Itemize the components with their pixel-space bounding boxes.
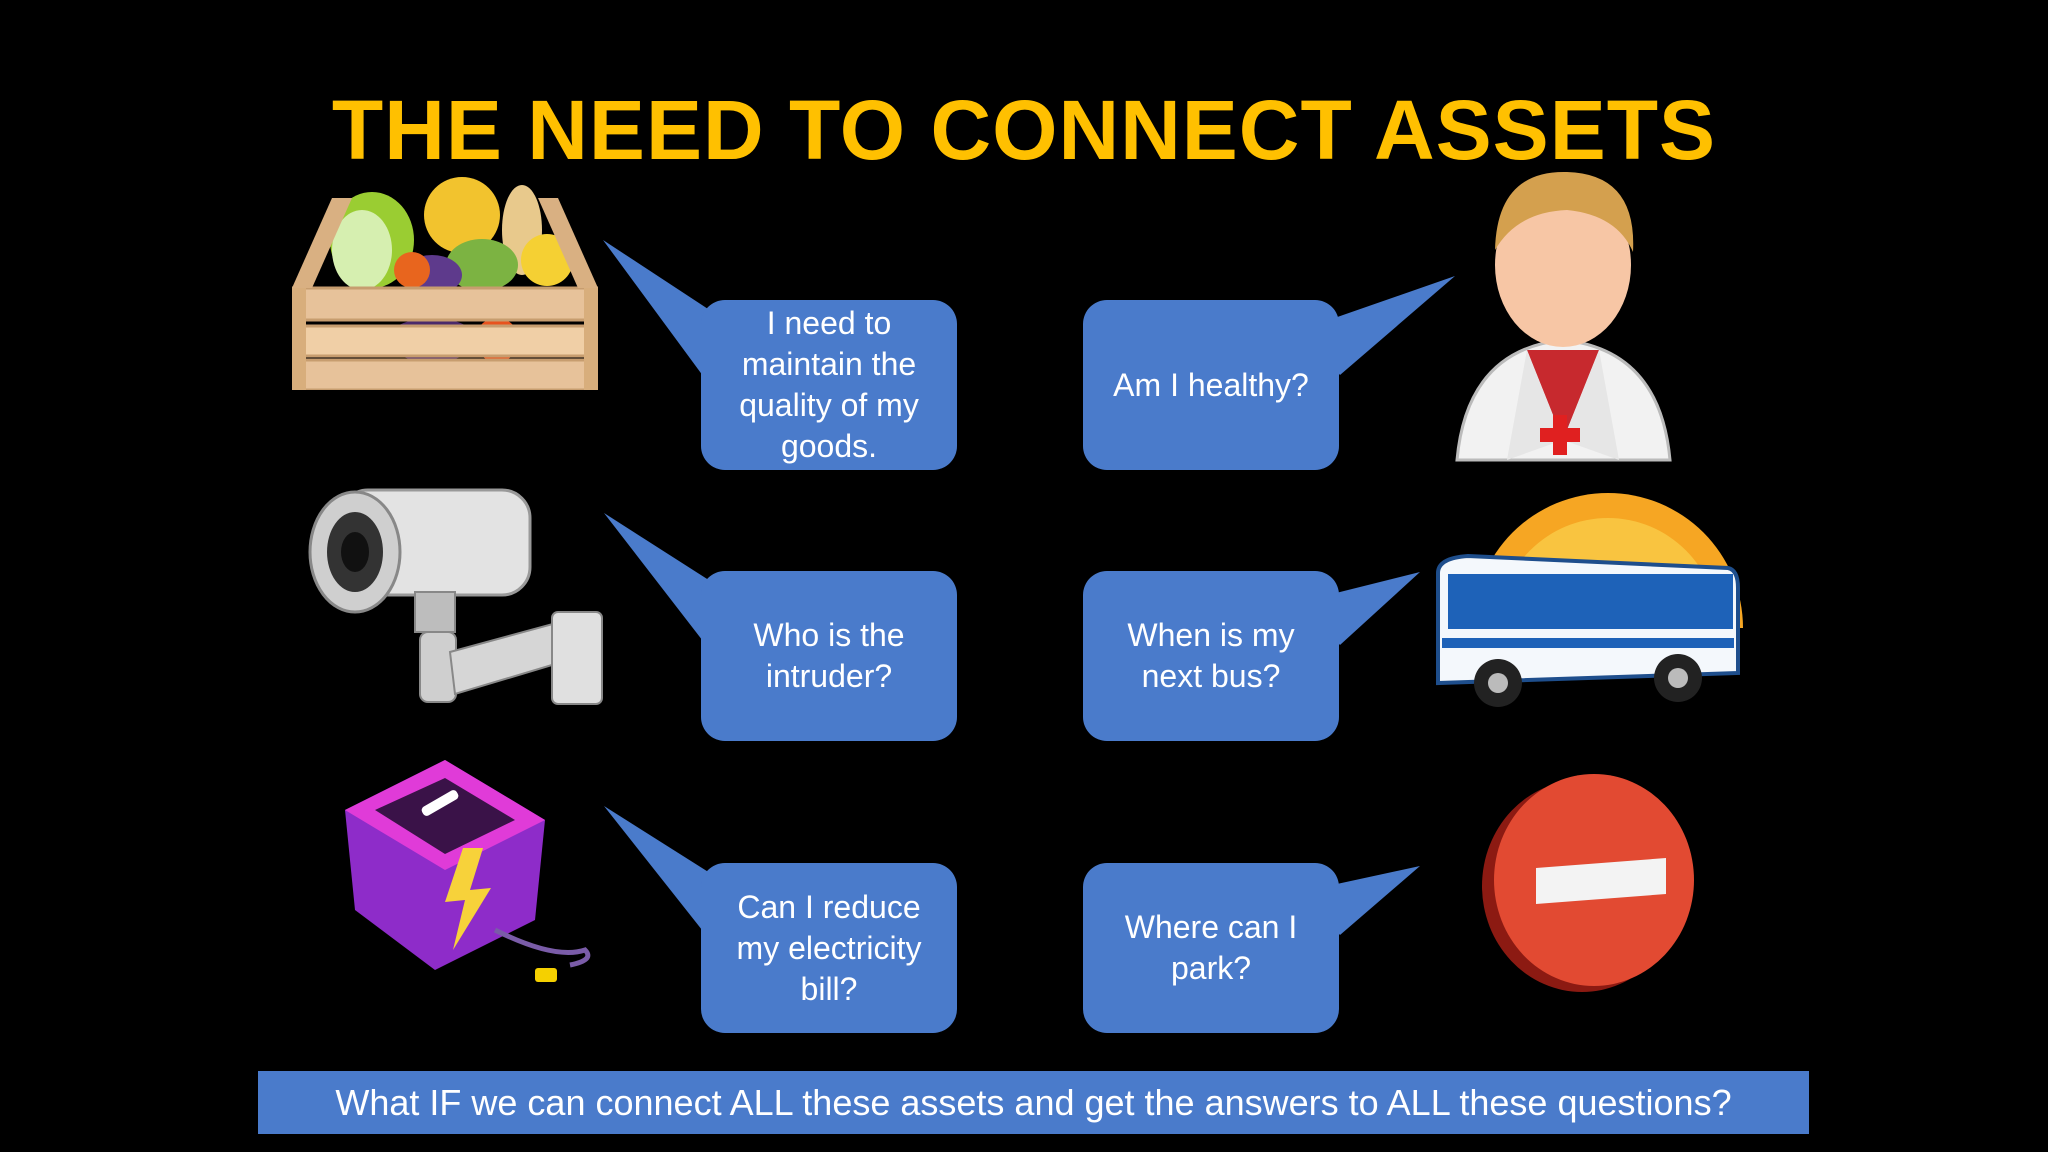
bubble-electricity: Can I reduce my electricity bill? [701, 863, 957, 1033]
bubble-goods-quality: I need to maintain the quality of my goo… [701, 300, 957, 470]
bubble-next-bus: When is my next bus? [1083, 571, 1339, 741]
slide-title: THE NEED TO CONNECT ASSETS [331, 83, 1717, 177]
bubble-parking: Where can I park? [1083, 863, 1339, 1033]
no-entry-sign-icon [1478, 770, 1698, 995]
produce-crate-icon [292, 170, 598, 390]
bus-icon [1428, 478, 1743, 714]
power-meter-icon [335, 750, 600, 996]
bubble-health: Am I healthy? [1083, 300, 1339, 470]
doctor-icon [1447, 160, 1680, 468]
closing-question: What IF we can connect ALL these assets … [258, 1071, 1809, 1134]
bubble-intruder: Who is the intruder? [701, 571, 957, 741]
security-camera-icon [300, 482, 607, 714]
